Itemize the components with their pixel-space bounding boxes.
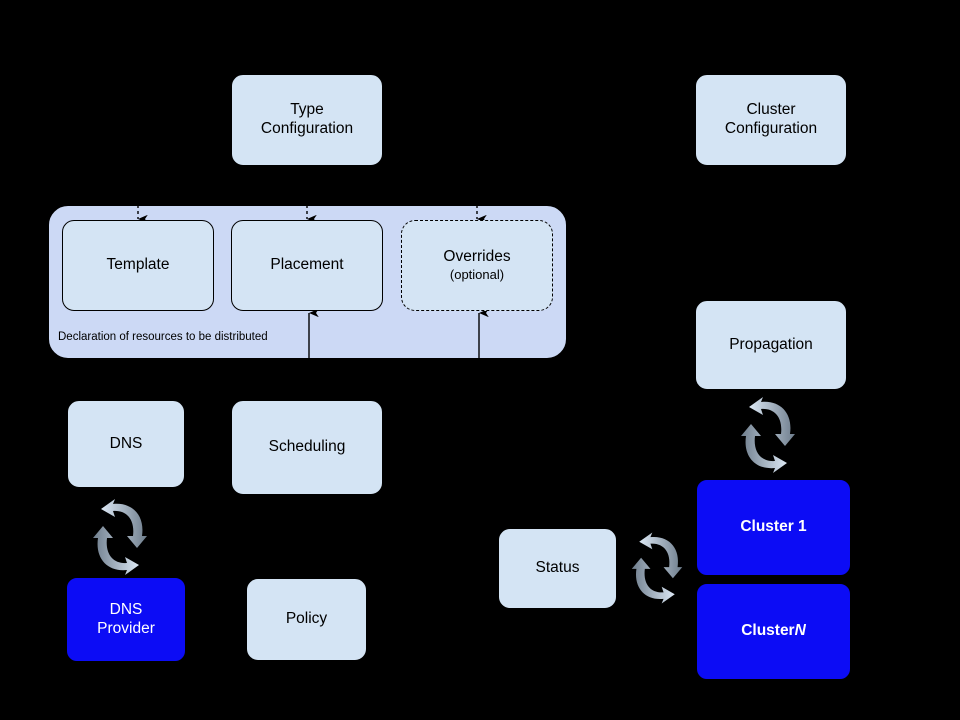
sync-status-cluster-icon bbox=[628, 529, 686, 607]
node-label: Policy bbox=[285, 610, 328, 628]
node-label-wrapper: Overrides(optional) bbox=[443, 248, 510, 283]
node-label: Propagation bbox=[729, 335, 813, 353]
node-type-configuration[interactable]: Type Configuration bbox=[231, 74, 383, 166]
node-label: Placement bbox=[270, 256, 344, 274]
node-label: Type Configuration bbox=[260, 101, 354, 137]
node-label: DNS Provider bbox=[97, 600, 155, 637]
node-overrides[interactable]: Overrides(optional) bbox=[401, 220, 553, 311]
node-status[interactable]: Status bbox=[498, 528, 617, 609]
node-label: Scheduling bbox=[268, 438, 346, 456]
node-dns[interactable]: DNS bbox=[67, 400, 185, 488]
node-cluster-configuration[interactable]: Cluster Configuration bbox=[695, 74, 847, 166]
node-label: Status bbox=[535, 559, 580, 577]
node-label-italic: N bbox=[794, 622, 806, 640]
node-cluster-1[interactable]: Cluster 1 bbox=[697, 480, 850, 575]
node-label: Cluster bbox=[741, 622, 795, 640]
node-label: Cluster Configuration bbox=[724, 101, 818, 137]
node-cluster-n[interactable]: Cluster N bbox=[697, 584, 850, 679]
node-dns-provider[interactable]: DNS Provider bbox=[67, 578, 185, 661]
node-label: Overrides bbox=[443, 248, 511, 266]
sync-propagation-cluster-icon bbox=[737, 394, 799, 476]
node-policy[interactable]: Policy bbox=[246, 578, 367, 661]
node-label: Cluster 1 bbox=[740, 518, 807, 536]
node-label: Template bbox=[106, 256, 170, 274]
group-caption: Declaration of resources to be distribut… bbox=[58, 331, 268, 343]
node-placement[interactable]: Placement bbox=[231, 220, 383, 311]
sync-dns-provider-icon bbox=[89, 496, 151, 578]
node-label: DNS bbox=[109, 434, 143, 452]
node-propagation[interactable]: Propagation bbox=[695, 300, 847, 390]
node-template[interactable]: Template bbox=[62, 220, 214, 311]
node-sublabel: (optional) bbox=[449, 267, 505, 283]
node-scheduling[interactable]: Scheduling bbox=[231, 400, 383, 495]
